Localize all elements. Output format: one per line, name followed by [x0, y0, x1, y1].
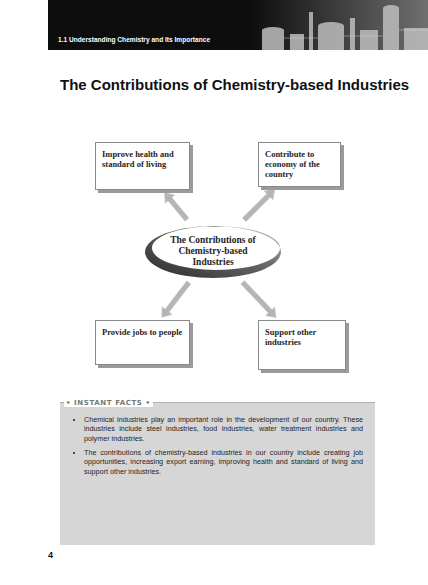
- fact-bullet: The contributions of chemistry-based ind…: [84, 448, 363, 476]
- facts-panel: • INSTANT FACTS • Chemical industries pla…: [60, 402, 375, 545]
- contribution-box: Contribute to economy of the country: [258, 142, 341, 187]
- swoosh-crescent: [145, 226, 281, 278]
- block-arrow: [241, 280, 277, 317]
- block-arrow: [164, 192, 189, 221]
- box-text: Provide jobs to people: [102, 327, 183, 337]
- topic-text: The Contributions of Chemistry-based Ind…: [161, 235, 265, 268]
- section-header: 1.1 Understanding Chemistry and Its Impo…: [58, 36, 210, 43]
- contribution-box: Support other industries: [258, 320, 346, 370]
- header-band: [0, 0, 428, 60]
- box-text: Support other industries: [265, 327, 339, 347]
- contribution-box: Improve health and standard of living: [95, 142, 190, 190]
- block-arrow: [162, 281, 191, 318]
- facts-list: Chemical industries play an important ro…: [60, 403, 375, 476]
- page-title: The Contributions of Chemistry-based Ind…: [60, 76, 409, 93]
- fact-bullet: Chemical industries play an important ro…: [84, 415, 363, 443]
- box-text: Contribute to economy of the country: [265, 149, 334, 180]
- contribution-box: Provide jobs to people: [95, 320, 190, 365]
- page-number: 4: [48, 550, 53, 560]
- block-arrow: [242, 189, 275, 222]
- facts-heading: • INSTANT FACTS •: [64, 399, 153, 407]
- box-text: Improve health and standard of living: [102, 149, 183, 169]
- central-topic: The Contributions of Chemistry-based Ind…: [143, 222, 283, 280]
